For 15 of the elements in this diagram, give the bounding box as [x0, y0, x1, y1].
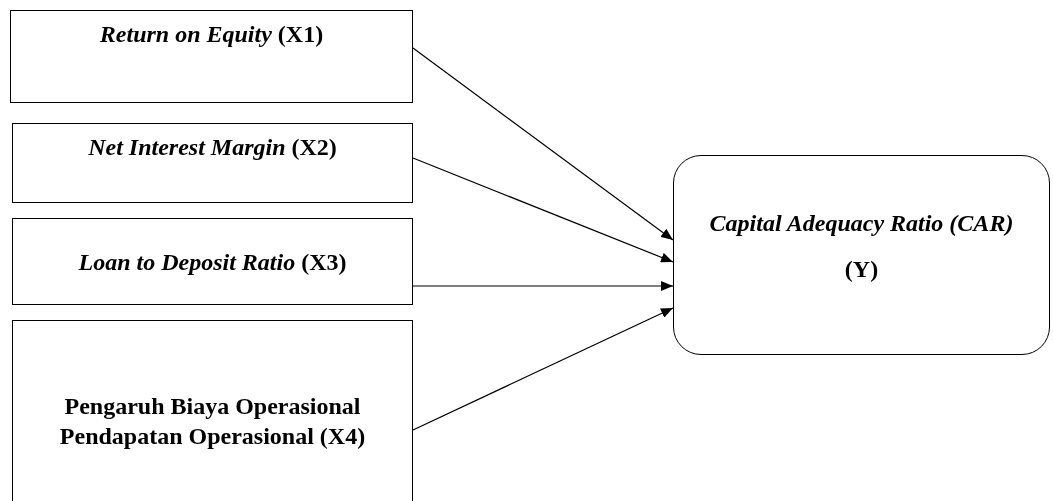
- variable-box: [12, 218, 413, 305]
- variable-box: [12, 320, 413, 501]
- box-label: Capital Adequacy Ratio (CAR): [709, 209, 1014, 238]
- arrow: [412, 157, 674, 263]
- box-label: Pengaruh Biaya Operasional Pendapatan Operasional (X4): [58, 392, 367, 451]
- box-label: (Y): [844, 255, 879, 284]
- arrow: [412, 307, 674, 431]
- box-label: Net Interest Margin (X2): [88, 133, 337, 162]
- box-label: Return on Equity (X1): [99, 20, 324, 49]
- arrow: [412, 281, 674, 291]
- rounded-box: [673, 155, 1050, 355]
- box-label: Loan to Deposit Ratio (X3): [78, 247, 347, 277]
- variable-box: [12, 123, 413, 203]
- variable-box: [10, 10, 413, 103]
- arrow: [412, 47, 674, 241]
